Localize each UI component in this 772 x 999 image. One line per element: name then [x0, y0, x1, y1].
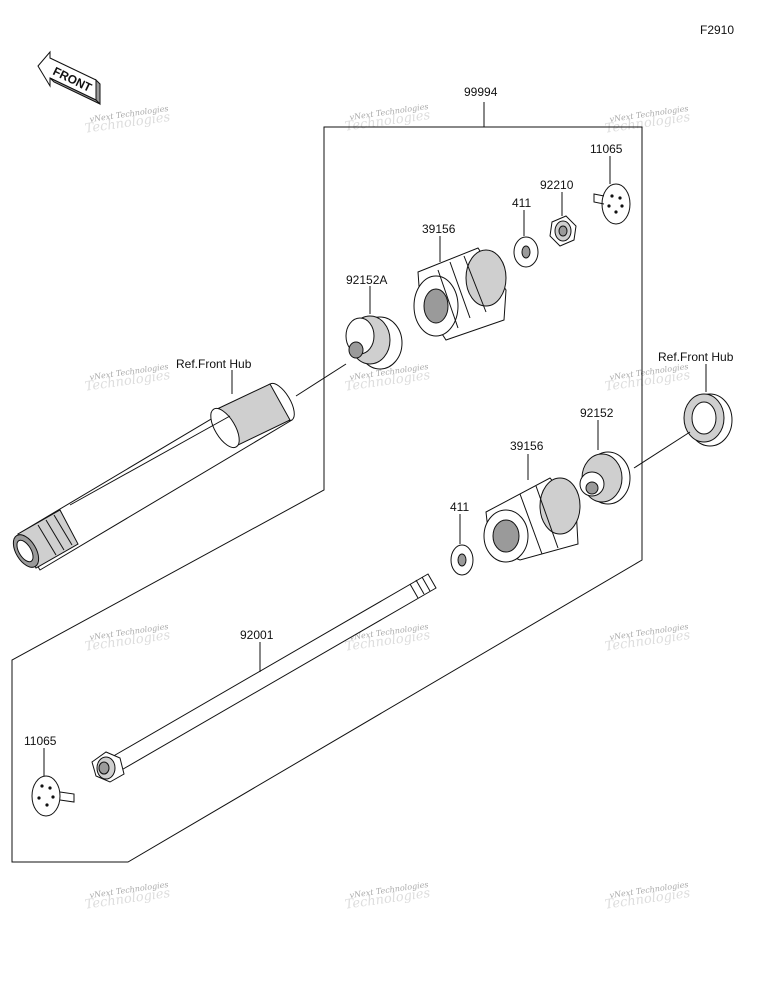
bolt-92001 [91, 573, 437, 783]
label-11065-bottom: 11065 [24, 734, 57, 748]
nut-92210 [549, 215, 577, 247]
watermark: Technologies vNext Technologies [604, 622, 692, 655]
label-39156-top: 39156 [422, 222, 456, 236]
label-39156-bottom: 39156 [510, 439, 544, 453]
axis-line-left [295, 363, 347, 397]
watermark-layer: Technologies vNext Technologies Technolo… [84, 102, 692, 913]
label-92152: 92152 [580, 406, 614, 420]
kit-outline [11, 102, 643, 863]
label-kit: 99994 [464, 85, 498, 99]
washer-411-bottom [450, 544, 474, 576]
pin-11065-bottom [31, 775, 75, 817]
watermark: Technologies vNext Technologies [84, 880, 172, 913]
watermark: Technologies vNext Technologies [344, 102, 432, 135]
spacer-92152 [579, 451, 631, 505]
slider-39156-top [413, 247, 507, 341]
figure-code: F2910 [700, 23, 734, 37]
spacer-92152a [345, 315, 403, 370]
label-ref-hub-left: Ref.Front Hub [176, 357, 252, 371]
axis-line-right [633, 431, 691, 469]
watermark: Technologies vNext Technologies [604, 104, 692, 137]
label-11065-top: 11065 [590, 142, 623, 156]
label-92001: 92001 [240, 628, 274, 642]
pin-11065-top [593, 183, 631, 225]
hub-ring-right [683, 393, 733, 447]
label-92152a: 92152A [346, 273, 387, 287]
label-411-bottom: 411 [450, 500, 469, 514]
watermark: Technologies vNext Technologies [84, 622, 172, 655]
watermark: Technologies vNext Technologies [84, 104, 172, 137]
front-axle [12, 382, 295, 571]
label-92210: 92210 [540, 178, 574, 192]
watermark: Technologies vNext Technologies [344, 880, 432, 913]
slider-39156-bottom [483, 477, 581, 563]
watermark: Technologies vNext Technologies [604, 362, 692, 395]
label-411-top: 411 [512, 196, 531, 210]
washer-411-top [513, 236, 539, 268]
label-ref-hub-right: Ref.Front Hub [658, 350, 734, 364]
watermark: Technologies vNext Technologies [84, 362, 172, 395]
front-arrow-icon: FRONT [37, 50, 101, 106]
watermark: Technologies vNext Technologies [604, 880, 692, 913]
